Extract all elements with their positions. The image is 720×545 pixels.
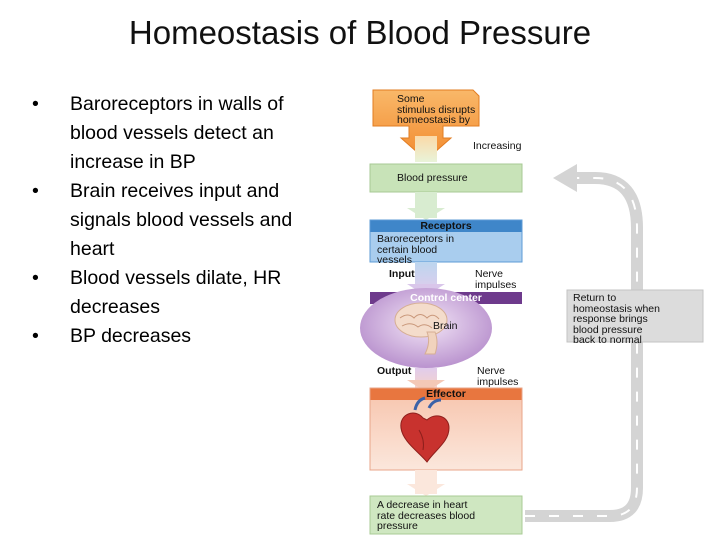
receptors-text: Baroreceptors in certain blood vessels [377, 234, 454, 266]
result-line: pressure [377, 520, 418, 532]
result-text: A decrease in heart rate decreases blood… [377, 500, 475, 532]
return-line: Return to [573, 292, 617, 304]
nerve-line: Nerve [475, 268, 504, 280]
bullet-item: Blood vessels dilate, HR decreases [30, 264, 330, 322]
result-box [369, 495, 523, 535]
nerve-line: Nerve [477, 365, 506, 377]
return-note-box [566, 289, 704, 343]
bullet-item: Brain receives input and signals blood v… [30, 177, 330, 264]
diagram-graphics [360, 89, 704, 535]
stimulus-arrow [415, 136, 437, 162]
receptors-box [369, 219, 523, 263]
return-line: back to normal [573, 334, 642, 346]
output-arrowhead [407, 380, 445, 392]
receptors-line: vessels [377, 254, 413, 266]
increasing-label: Increasing [473, 140, 522, 152]
stimulus-text: Some stimulus disrupts homeostasis by [397, 94, 475, 126]
receptors-header: Receptors [420, 220, 472, 232]
nerve-impulses-out: Nerve impulses [477, 366, 518, 388]
bullet-item: Baroreceptors in walls of blood vessels … [30, 90, 330, 177]
return-line: response brings [573, 313, 648, 325]
stimulus-line: homeostasis by [397, 114, 470, 126]
result-line: rate decreases blood [377, 509, 476, 522]
input-label: Input [389, 268, 415, 280]
heart-icon [400, 396, 450, 463]
blood-pressure-box [369, 163, 523, 193]
effector-header: Effector [426, 388, 466, 400]
result-line: A decrease in heart [377, 499, 468, 511]
nerve-impulses-in: Nerve impulses [475, 269, 516, 291]
brain-icon [394, 302, 448, 355]
blood-pressure-label: Blood pressure [397, 172, 468, 184]
stimulus-line: stimulus disrupts [397, 103, 476, 116]
effector-arrowhead [407, 484, 445, 496]
output-label: Output [377, 365, 412, 377]
receptors-line: Baroreceptors in [377, 233, 455, 245]
return-line: blood pressure [573, 323, 643, 336]
stimulus-box [372, 89, 480, 161]
receptors-line: certain blood [377, 243, 438, 256]
return-note-text: Return to homeostasis when response brin… [573, 293, 660, 346]
homeostasis-diagram: Some stimulus disrupts homeostasis by In… [355, 80, 720, 540]
nerve-line: impulses [475, 279, 517, 291]
return-line: homeostasis when [573, 302, 660, 315]
stimulus-line: Some [397, 93, 425, 105]
feedback-loop [525, 164, 643, 522]
bullet-list: Baroreceptors in walls of blood vessels … [30, 90, 330, 351]
bp-arrowhead [407, 208, 445, 220]
slide-title: Homeostasis of Blood Pressure [128, 14, 592, 51]
bullet-item: BP decreases [30, 322, 330, 351]
brain-label: Brain [433, 320, 458, 332]
nerve-line: impulses [477, 376, 519, 388]
control-center-header: Control center [410, 292, 482, 304]
